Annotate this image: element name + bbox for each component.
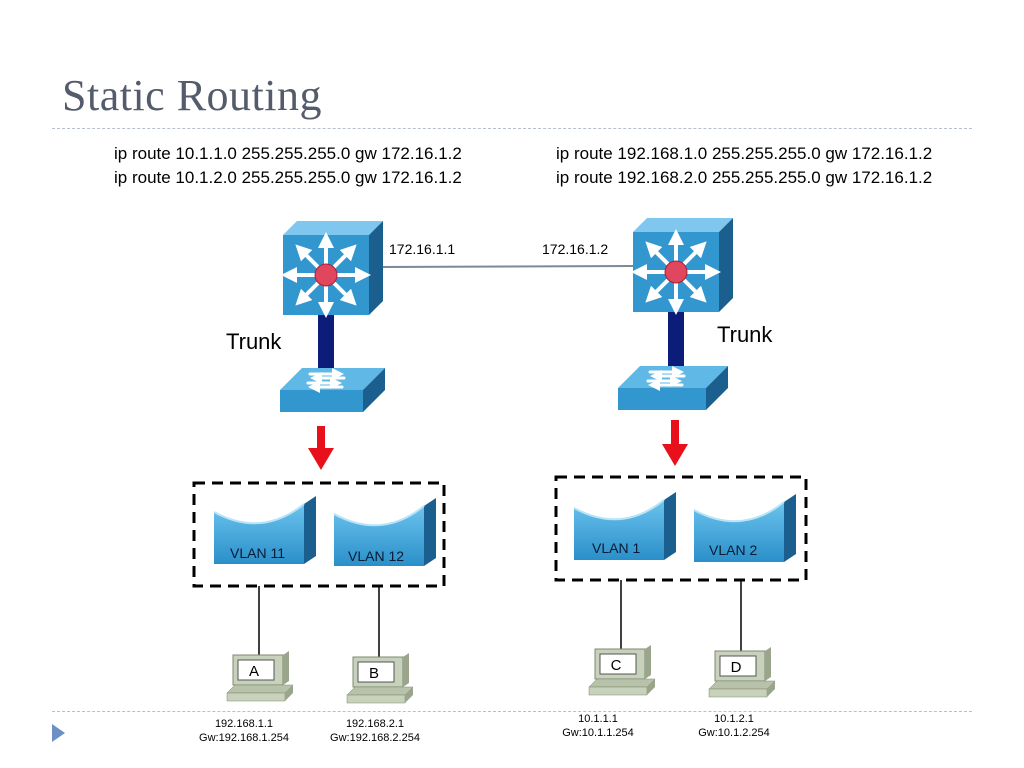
route-entry: ip route 192.168.1.0 255.255.255.0 gw 17… bbox=[556, 144, 933, 163]
page-title: Static Routing bbox=[62, 71, 322, 120]
switch-left-icon bbox=[280, 368, 385, 412]
host-name: A bbox=[248, 663, 259, 680]
slide-bullet-icon bbox=[52, 724, 65, 742]
router-left-icon bbox=[281, 221, 383, 318]
host-gateway: Gw:192.168.2.254 bbox=[330, 732, 420, 744]
host-name: B bbox=[368, 665, 379, 682]
trunk-bar-right bbox=[668, 312, 684, 366]
red-arrow-left-icon bbox=[308, 426, 334, 470]
route-table-left: ip route 10.1.1.0 255.255.255.0 gw 172.1… bbox=[114, 142, 462, 190]
host-ip: 192.168.1.1 bbox=[214, 718, 274, 730]
pc-a-icon bbox=[226, 651, 294, 702]
host-ip: 10.1.2.1 bbox=[714, 713, 754, 725]
router-link bbox=[379, 265, 635, 268]
pc-b-icon bbox=[346, 653, 414, 704]
route-entry: ip route 10.1.1.0 255.255.255.0 gw 172.1… bbox=[114, 144, 462, 163]
host-gateway: Gw:10.1.2.254 bbox=[698, 727, 770, 739]
host-ip: 10.1.1.1 bbox=[578, 713, 618, 725]
host-gateway: Gw:192.168.1.254 bbox=[199, 732, 289, 744]
host-address: 10.1.2.1 Gw:10.1.2.254 bbox=[684, 712, 784, 740]
pc-d-icon bbox=[708, 647, 776, 698]
vlan-label: VLAN 1 bbox=[592, 540, 641, 556]
vlan-11-icon bbox=[213, 496, 316, 564]
route-entry: ip route 192.168.2.0 255.255.255.0 gw 17… bbox=[556, 168, 933, 187]
route-entry: ip route 10.1.2.0 255.255.255.0 gw 172.1… bbox=[114, 168, 462, 187]
vlan-group-right bbox=[554, 475, 808, 582]
host-address: 192.168.1.1 Gw:192.168.1.254 bbox=[185, 717, 303, 745]
link-ip-right: 172.16.1.2 bbox=[542, 241, 609, 257]
route-table-right: ip route 192.168.1.0 255.255.255.0 gw 17… bbox=[556, 142, 932, 190]
trunk-label-left: Trunk bbox=[226, 329, 282, 354]
vlan-label: VLAN 12 bbox=[348, 548, 405, 564]
title-divider bbox=[52, 128, 972, 129]
vlan-12-icon bbox=[333, 498, 436, 566]
host-address: 10.1.1.1 Gw:10.1.1.254 bbox=[548, 712, 648, 740]
trunk-bar-left bbox=[318, 314, 334, 370]
vlan-2-icon bbox=[693, 494, 796, 562]
red-arrow-right-icon bbox=[662, 420, 688, 466]
host-ip: 192.168.2.1 bbox=[345, 718, 405, 730]
vlan-label: VLAN 2 bbox=[709, 542, 758, 558]
pc-c-icon bbox=[588, 645, 656, 696]
vlan-group-left bbox=[192, 481, 446, 588]
router-right-icon bbox=[631, 218, 733, 315]
host-address: 192.168.2.1 Gw:192.168.2.254 bbox=[316, 717, 434, 745]
trunk-label-right: Trunk bbox=[717, 322, 773, 347]
footer-divider bbox=[52, 711, 972, 712]
vlan-1-icon bbox=[573, 492, 676, 560]
switch-right-icon bbox=[618, 366, 728, 410]
host-name: D bbox=[730, 659, 742, 676]
link-ip-left: 172.16.1.1 bbox=[389, 241, 456, 257]
host-name: C bbox=[610, 657, 622, 674]
vlan-label: VLAN 11 bbox=[230, 545, 285, 561]
host-gateway: Gw:10.1.1.254 bbox=[562, 727, 634, 739]
